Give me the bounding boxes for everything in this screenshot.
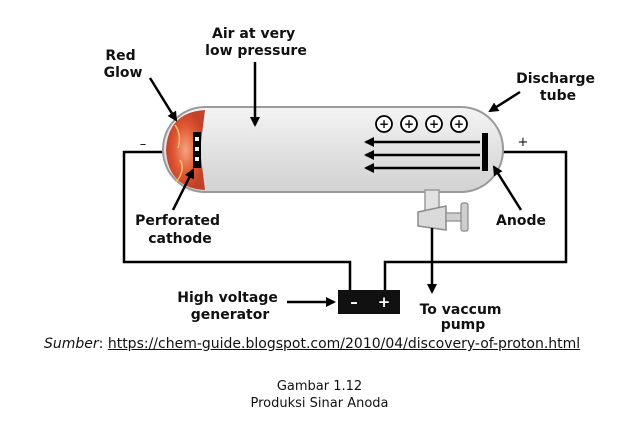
pointer-arrows	[148, 62, 523, 307]
red-glow	[166, 110, 205, 190]
circuit-wires	[122, 150, 568, 290]
anode-rays	[364, 137, 480, 173]
positive-ions: + + + +	[375, 115, 468, 133]
positive-ion-sign: +	[404, 117, 414, 131]
anode-pointer-arrow	[492, 165, 523, 211]
source-link[interactable]: https://chem-guide.blogspot.com/2010/04/…	[107, 336, 581, 352]
positive-ion-sign: +	[429, 117, 439, 131]
vacuum-pump-label: To vaccum pump	[420, 302, 507, 333]
red-glow-label: Red Glow	[104, 48, 143, 81]
cathode-sign: –	[140, 137, 147, 152]
figure-number: Gambar 1.12	[276, 379, 363, 394]
air-label: Air at very low pressure	[205, 26, 307, 59]
discharge-tube-label: Discharge tube	[516, 71, 600, 104]
discharge-tube-diagram: + + + + – + – + Air at very low pressure…	[104, 26, 600, 333]
source-label: Sumber	[44, 336, 99, 352]
positive-ion	[375, 115, 393, 133]
source-line: Sumber: https://chem-guide.blogspot.com/…	[44, 336, 634, 352]
anode-label: Anode	[496, 213, 546, 229]
figure-title: Produksi Sinar Anoda	[250, 396, 389, 411]
positive-ion-sign: +	[454, 117, 464, 131]
discharge-tube-pointer-arrow	[488, 90, 521, 113]
positive-ion	[425, 115, 443, 133]
red-glow-pointer-arrow	[148, 77, 178, 122]
discharge-tube	[162, 106, 504, 193]
figure-caption: Gambar 1.12 Produksi Sinar Anoda	[0, 378, 639, 412]
anode-plate	[482, 133, 488, 171]
positive-ion-sign: +	[379, 117, 389, 131]
high-voltage-generator: – +	[338, 290, 400, 314]
source-separator: :	[98, 336, 108, 352]
vacuum-pump-valve	[417, 189, 469, 232]
perforated-cathode	[193, 132, 201, 168]
generator-negative-sign: –	[350, 293, 358, 311]
cathode-pointer-arrow	[171, 168, 195, 211]
positive-ion	[450, 115, 468, 133]
high-voltage-generator-label: High voltage generator	[177, 290, 282, 323]
generator-positive-sign: +	[378, 293, 391, 311]
anode-sign: +	[518, 135, 529, 150]
positive-ion	[400, 115, 418, 133]
perforated-cathode-label: Perforated cathode	[135, 213, 225, 247]
